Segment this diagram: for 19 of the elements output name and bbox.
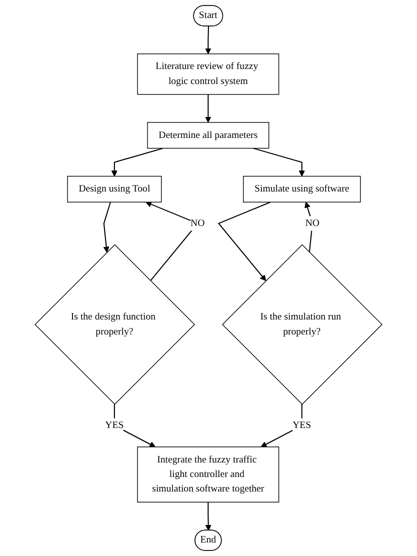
node-box: Determine all parameters	[147, 122, 270, 149]
arrow	[304, 202, 313, 252]
node-diamond: Is the simulation run properly?	[222, 244, 382, 405]
arrow	[205, 26, 212, 54]
arrow	[218, 202, 271, 282]
arrow	[253, 148, 305, 177]
arrow	[205, 94, 212, 123]
node-box: Design using Tool	[67, 176, 162, 202]
edge-label: YES	[292, 420, 312, 431]
edge-label: NO	[305, 218, 320, 229]
node-diamond: Is the design function properly?	[34, 244, 195, 405]
node-box: Literature review of fuzzy logic control system	[137, 54, 280, 95]
node-box: Simulate using software	[243, 176, 361, 202]
arrow	[205, 502, 212, 531]
arrow	[111, 148, 164, 177]
node-box: Integrate the fuzzy traffic light controller and simulation software together	[137, 446, 280, 502]
edge-label: NO	[190, 218, 205, 229]
arrow	[103, 202, 111, 253]
edge-label: YES	[105, 420, 124, 431]
